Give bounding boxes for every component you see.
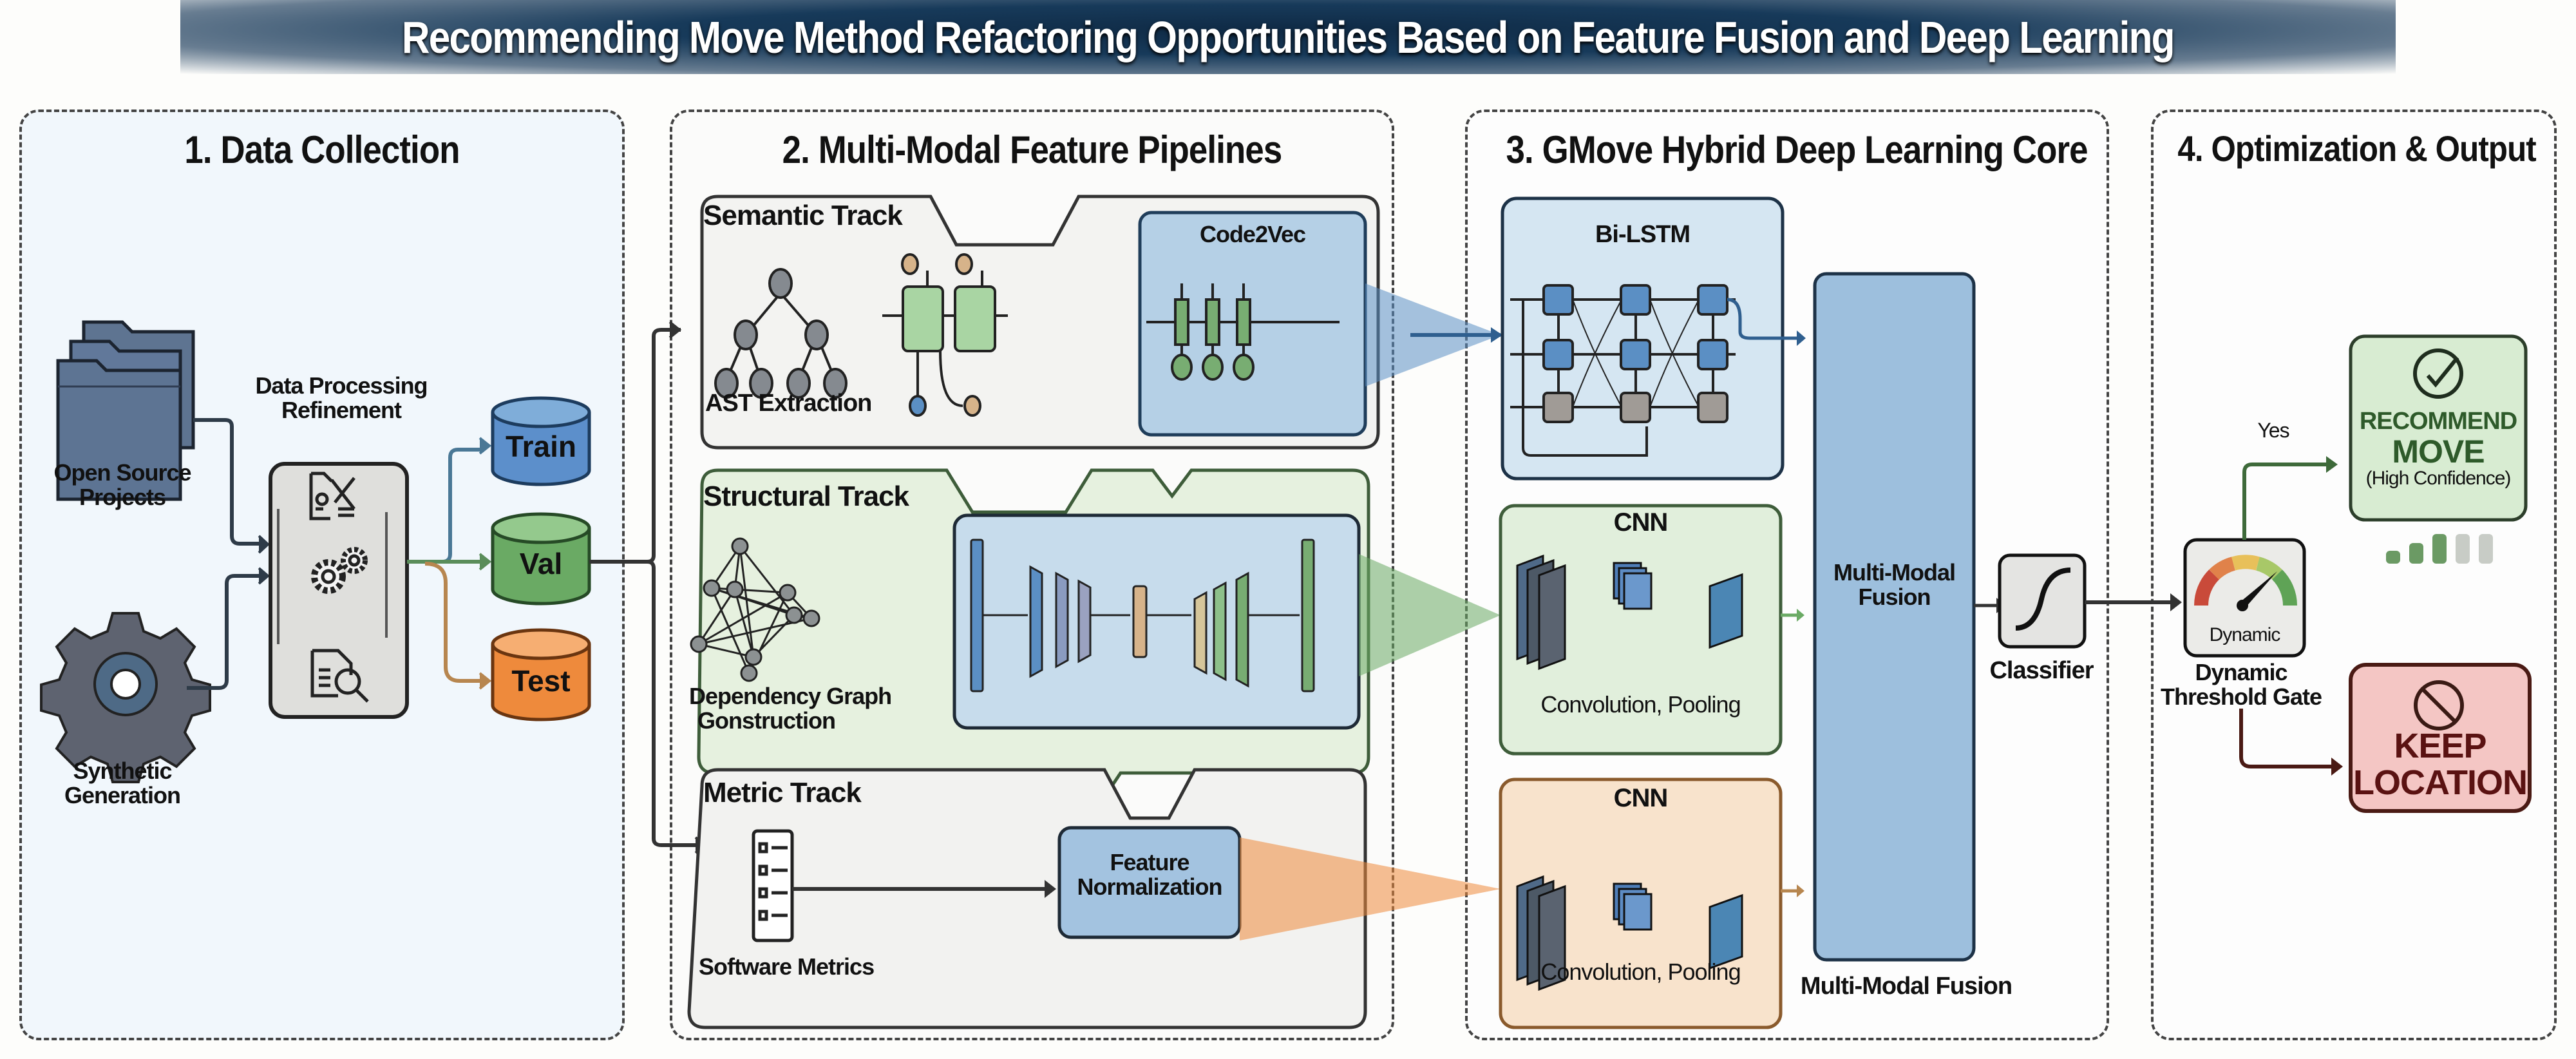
page-title: Recommending Move Method Refactoring Opp…	[402, 12, 2175, 62]
classifier-label: Classifier	[1989, 657, 2094, 684]
cnn-caption-structural: Convolution, Pooling	[1540, 691, 1741, 718]
cnn-title-structural: CNN	[1613, 508, 1669, 537]
gate-inner-label: Dynamic	[2209, 624, 2281, 645]
yes-label: Yes	[2257, 419, 2289, 442]
panel-heading: 3. GMove Hybrid Deep Learning Core	[1506, 128, 2088, 171]
panel-heading: 2. Multi-Modal Feature Pipelines	[782, 128, 1283, 171]
panel-heading: 4. Optimization & Output	[2177, 128, 2536, 169]
panel-heading: 1. Data Collection	[184, 128, 460, 171]
panel-optimization-output: 4. Optimization & Output	[2151, 110, 2557, 1040]
train-label: Train	[506, 430, 576, 463]
panel-feature-pipelines: 2. Multi-Modal Feature Pipelines	[670, 110, 1394, 1040]
metric-track-name: Metric Track	[703, 777, 862, 808]
panel-deep-learning-core: 3. GMove Hybrid Deep Learning Core	[1465, 110, 2109, 1040]
cnn-title-metric: CNN	[1613, 784, 1669, 812]
test-label: Test	[511, 664, 571, 698]
structural-track-name: Structural Track	[703, 481, 909, 512]
ast-extraction-label: AST Extraction	[705, 390, 872, 417]
val-label: Val	[519, 547, 563, 580]
cnn-caption-metric: Convolution, Pooling	[1540, 959, 1741, 985]
bilstm-label: Bi-LSTM	[1595, 221, 1690, 248]
recommend-move-label: RECOMMEND MOVE (High Confidence)	[2359, 408, 2517, 490]
fusion-caption: Multi-Modal Fusion	[1800, 973, 2012, 1000]
software-metrics-label: Software Metrics	[699, 953, 875, 980]
code2vec-label: Code2Vec	[1199, 221, 1306, 247]
semantic-track-name: Semantic Track	[703, 200, 903, 231]
title-banner: Recommending Move Method Refactoring Opp…	[180, 0, 2396, 74]
